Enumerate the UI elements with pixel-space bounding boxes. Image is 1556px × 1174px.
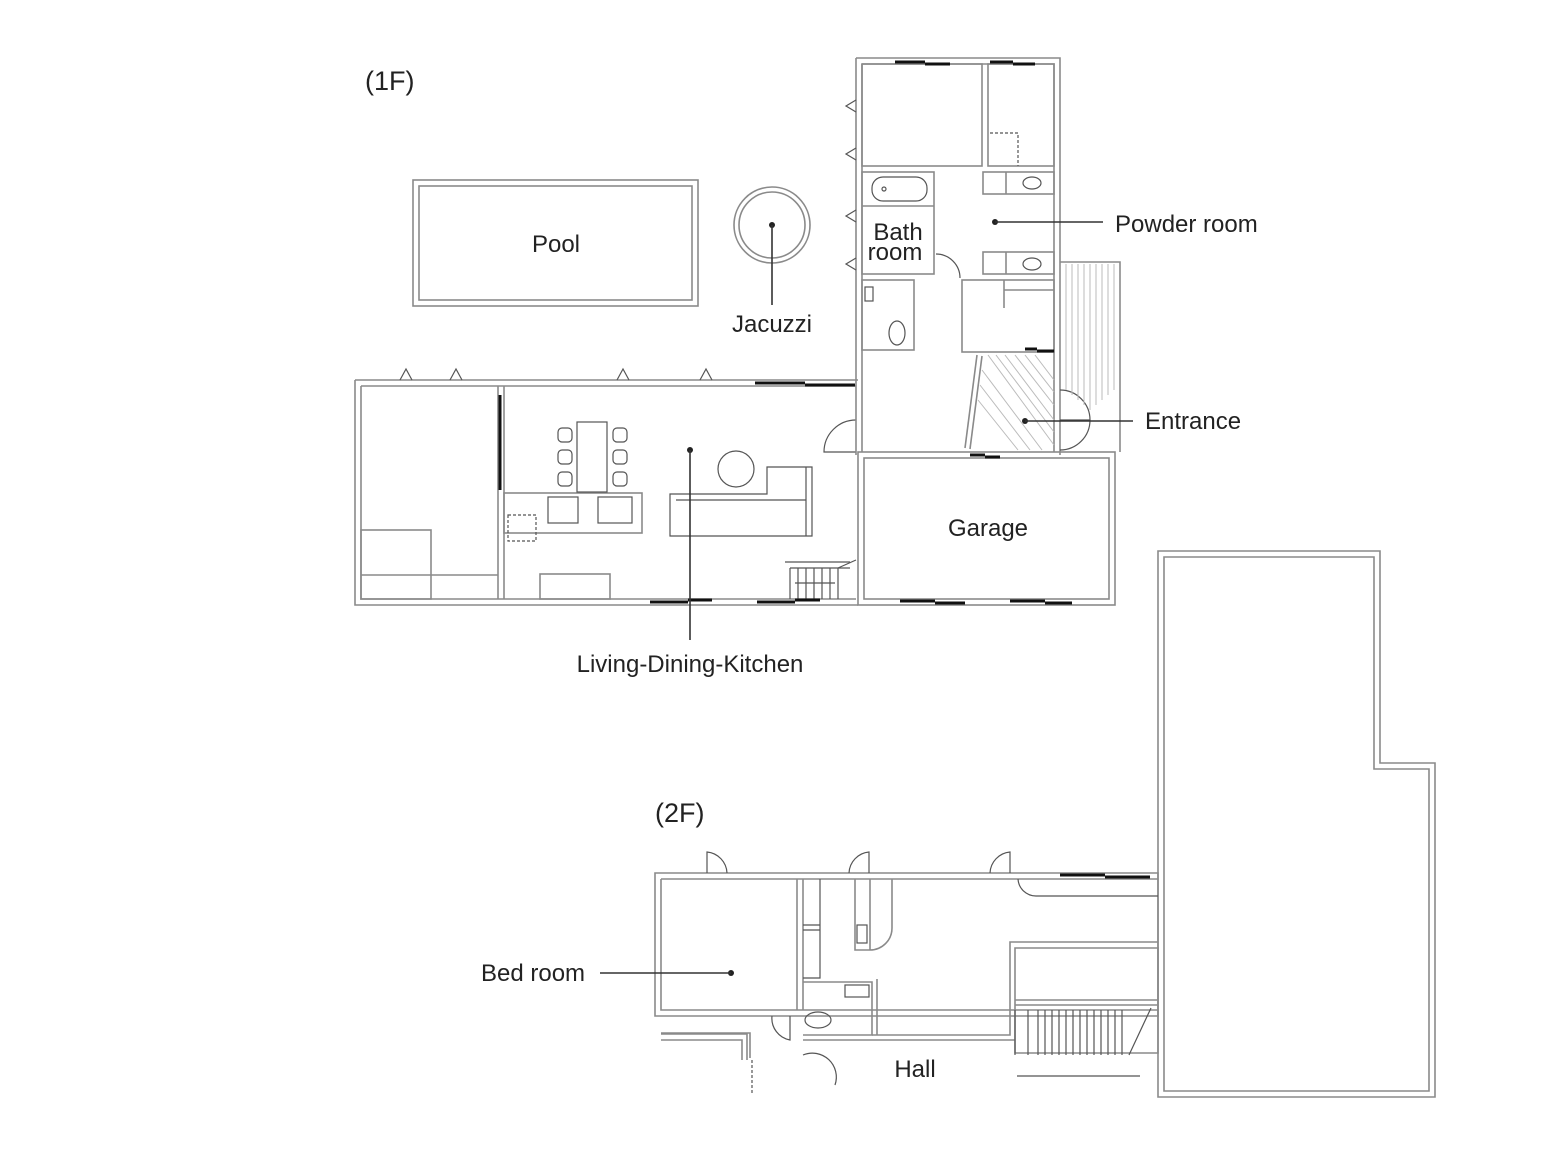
pool	[412, 179, 699, 307]
pool-label: Pool	[532, 231, 580, 258]
floor-label-1f: (1F)	[365, 66, 415, 96]
garage	[857, 451, 1116, 606]
second-floor	[654, 851, 1159, 1093]
service-wing	[844, 57, 1091, 455]
bedroom-label: Bed room	[481, 960, 585, 987]
ldk-label: Living-Dining-Kitchen	[577, 651, 804, 678]
entrance-pointer	[1022, 418, 1133, 424]
powder-room-label: Powder room	[1115, 211, 1258, 238]
jacuzzi	[733, 186, 811, 305]
bedroom-pointer	[600, 970, 734, 976]
ldk-pointer	[687, 447, 693, 640]
ldk-block	[354, 367, 858, 606]
hall-label: Hall	[894, 1056, 935, 1083]
bathroom-label-line1: Bath	[873, 219, 922, 246]
entrance-deck	[1060, 261, 1121, 452]
floor-label-2f: (2F)	[655, 798, 705, 828]
entrance-label: Entrance	[1145, 408, 1241, 435]
powder-pointer	[992, 219, 1103, 225]
garage-label: Garage	[948, 515, 1028, 542]
roof-terrace	[1157, 550, 1436, 1098]
jacuzzi-label: Jacuzzi	[732, 311, 812, 338]
bathroom-label-line2: room	[868, 239, 923, 266]
